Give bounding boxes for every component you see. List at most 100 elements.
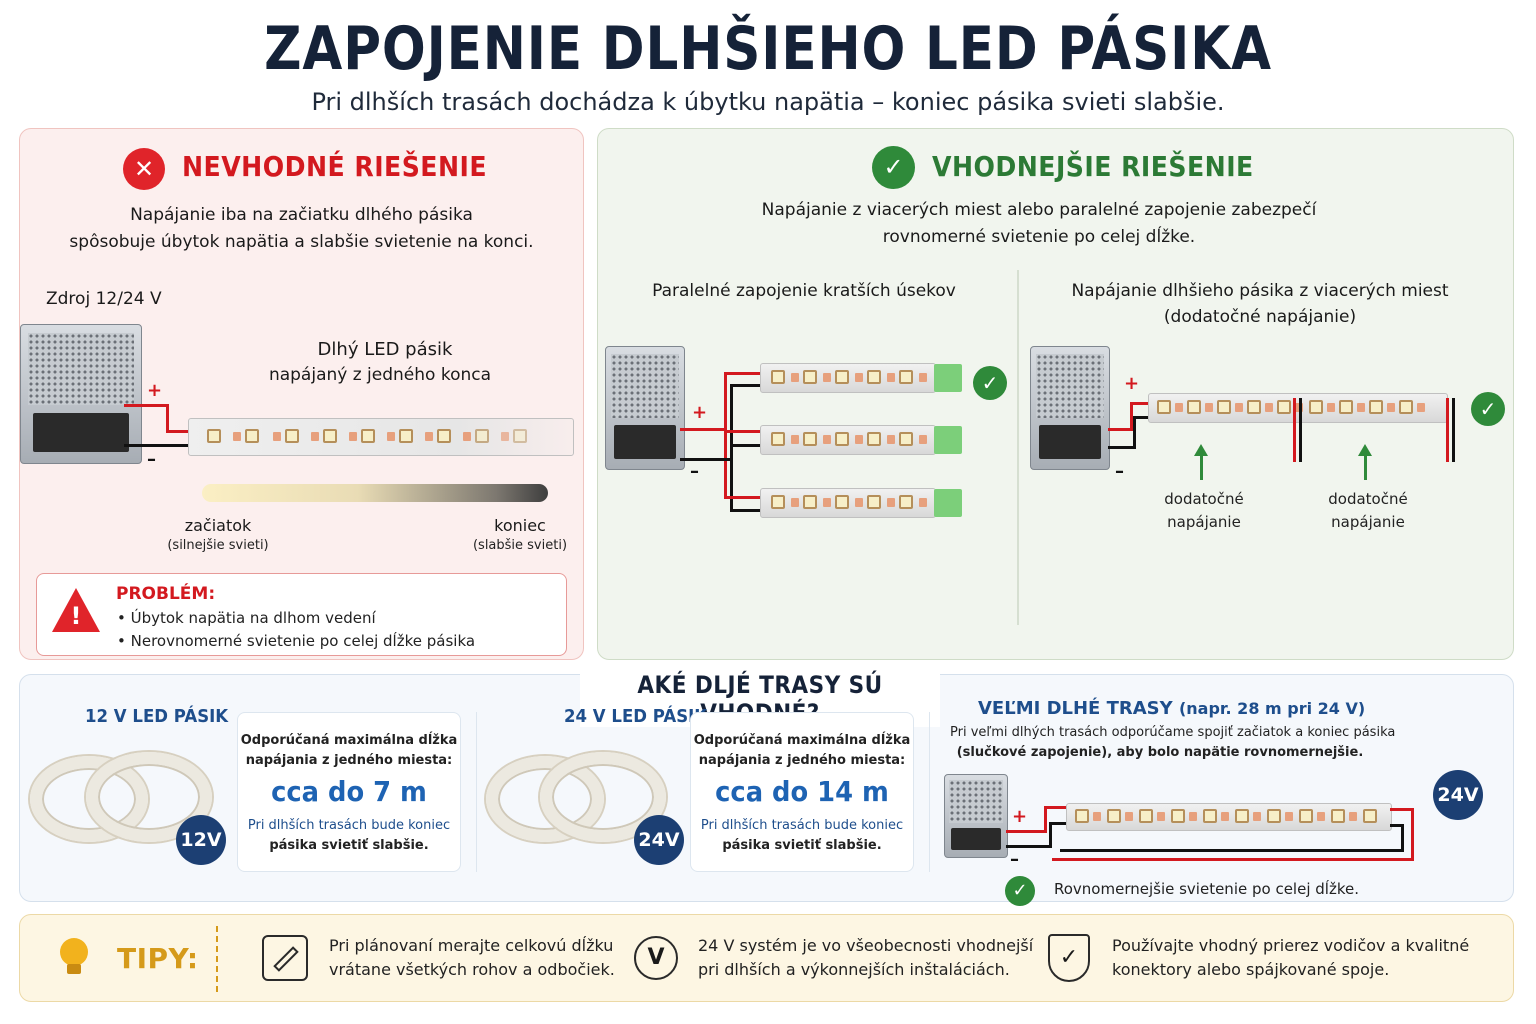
end-note: (slabšie svieti) — [472, 538, 568, 553]
v24-card-line2: napájania z jedného miesta: — [698, 753, 906, 768]
loop-return-wire — [1401, 824, 1404, 851]
positive-wire — [1130, 402, 1133, 431]
strip-feed-wire — [724, 430, 762, 433]
loop-negative-wire — [1049, 822, 1068, 825]
page-title: ZAPOJENIE DLHŠIEHO LED PÁSIKA — [264, 14, 1272, 84]
positive-wire — [124, 404, 169, 407]
lightbulb-icon-base — [67, 964, 81, 974]
v12-note-line2: pásika svietiť slabšie. — [269, 838, 429, 853]
segment-end-cap — [934, 489, 962, 517]
loop-return-wire — [1060, 849, 1404, 852]
arrow-up-icon — [1364, 452, 1367, 480]
negative-bus — [680, 458, 732, 461]
warning-icon-mark: ! — [70, 602, 82, 630]
negative-wire — [124, 444, 190, 447]
brightness-gradient-bar — [202, 484, 548, 502]
plus-sign: + — [1012, 806, 1028, 827]
tips-label: TIPY: — [117, 942, 199, 975]
problem-item-2: • Nerovnomerné svietenie po celej dĺžke … — [117, 632, 476, 650]
negative-wire — [1133, 416, 1150, 419]
plus-sign: + — [692, 402, 708, 423]
psu-label: Zdroj 12/24 V — [46, 289, 162, 309]
bad-heading: NEVHODNÉ RIEŠENIE — [182, 150, 488, 183]
positive-wire — [1108, 428, 1132, 431]
routes-divider — [476, 712, 477, 872]
plus-sign: + — [147, 380, 163, 401]
feed-wire — [1293, 398, 1296, 462]
feed-label-2a: dodatočné — [1328, 490, 1408, 508]
check-icon: ✓ — [1471, 392, 1505, 426]
good-desc-line1: Napájanie z viacerých miest alebo parale… — [761, 200, 1317, 220]
tips-divider — [216, 926, 218, 992]
led-strip-long — [1148, 393, 1448, 423]
start-label: začiatok — [184, 516, 252, 535]
minus-sign: – — [1115, 461, 1124, 482]
page-subtitle: Pri dlhších trasách dochádza k úbytku na… — [311, 88, 1225, 116]
badge-12v: 12V — [176, 815, 226, 865]
feed-label-2b: napájanie — [1331, 513, 1405, 531]
strip-feed-wire — [730, 509, 762, 512]
v12-card-line2: napájania z jedného miesta: — [245, 753, 453, 768]
loop-return-wire — [1390, 824, 1404, 827]
tip-3-line2: konektory alebo spájkované spoje. — [1112, 960, 1390, 979]
routes-divider — [929, 712, 930, 872]
good-desc-line2: rovnomerné svietenie po celej dĺžke. — [882, 227, 1196, 247]
loop-positive-wire — [1044, 806, 1047, 833]
problem-item-1: • Úbytok napätia na dlhom vedení — [117, 609, 376, 627]
long-label-note: (napr. 28 m pri 24 V) — [1178, 699, 1366, 718]
long-label: VEĽMI DLHÉ TRASY (napr. 28 m pri 24 V) — [978, 698, 1365, 719]
loop-positive-wire — [1044, 806, 1068, 809]
power-supply — [605, 346, 685, 470]
minus-sign: – — [690, 461, 699, 482]
loop-positive-wire — [1006, 830, 1046, 833]
feed-wire — [1452, 398, 1455, 462]
loop-negative-wire — [1049, 822, 1052, 848]
check-icon: ✓ — [973, 366, 1007, 400]
v12-card-line1: Odporúčaná maximálna dĺžka — [240, 733, 458, 748]
minus-sign: – — [1010, 849, 1019, 870]
led-strip-segment — [760, 363, 936, 393]
arrow-up-icon-head — [1194, 444, 1208, 456]
strip-feed-wire — [730, 444, 762, 447]
negative-wire — [1108, 446, 1136, 449]
strip-feed-wire — [730, 384, 762, 387]
feed-wire — [1299, 398, 1302, 462]
v24-label: 24 V LED PÁSIK — [564, 706, 708, 727]
badge-24v-long: 24V — [1433, 770, 1483, 820]
problem-box — [36, 573, 567, 656]
minus-sign: – — [147, 449, 156, 470]
check-icon: ✓ — [872, 146, 915, 189]
strip-feed-wire — [724, 496, 762, 499]
long-desc-line2: (slučkové zapojenie), aby bolo napätie r… — [956, 745, 1364, 760]
positive-bus — [680, 428, 726, 431]
power-supply — [944, 774, 1008, 858]
v24-value: cca do 14 m — [715, 775, 889, 808]
warning-icon — [52, 588, 100, 632]
led-strip — [188, 418, 574, 456]
tip-1-line2: vrátane všetkých rohov a odbočiek. — [329, 960, 615, 979]
strip-title: Dlhý LED pásik — [317, 339, 453, 360]
lightbulb-icon — [60, 938, 88, 966]
good-heading: VHODNEJŠIE RIEŠENIE — [932, 150, 1254, 183]
led-strip-loop — [1066, 803, 1392, 831]
power-supply — [20, 324, 142, 464]
v24-card-line1: Odporúčaná maximálna dĺžka — [693, 733, 911, 748]
positive-bus — [724, 372, 727, 498]
feed-wire — [1446, 398, 1449, 462]
badge-24v: 24V — [634, 815, 684, 865]
feed-label-1b: napájanie — [1167, 513, 1241, 531]
feed-label-1a: dodatočné — [1164, 490, 1244, 508]
tip-1-line1: Pri plánovaní merajte celkovú dĺžku — [329, 936, 614, 955]
v12-card — [237, 712, 461, 872]
shield-check-icon: ✓ — [1048, 934, 1090, 982]
plus-sign: + — [1124, 373, 1140, 394]
loop-return-wire — [1390, 808, 1414, 811]
good-divider — [1017, 270, 1019, 625]
strip-subtitle: napájaný z jedného konca — [268, 365, 492, 385]
led-strip-segment — [760, 488, 936, 518]
v12-note-line1: Pri dlhších trasách bude koniec — [247, 818, 451, 833]
negative-bus — [730, 384, 733, 512]
segment-end-cap — [934, 364, 962, 392]
arrow-up-icon — [1200, 452, 1203, 480]
bad-desc-line1: Napájanie iba na začiatku dlhého pásika — [130, 205, 473, 225]
